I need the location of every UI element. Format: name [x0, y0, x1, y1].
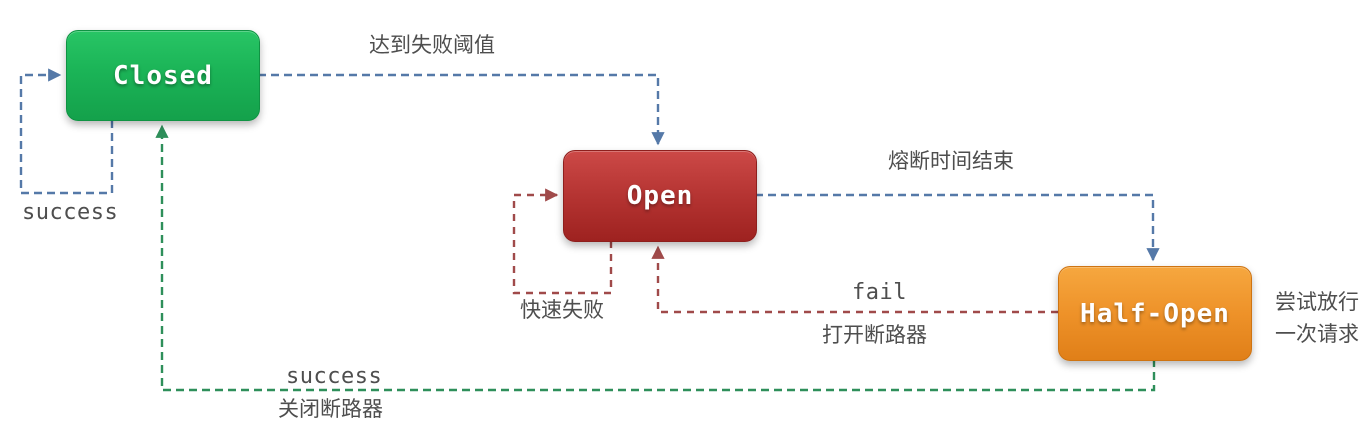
state-closed: Closed — [66, 30, 260, 121]
label-half-open-to-closed-zh: 关闭断路器 — [278, 398, 383, 421]
state-half-open: Half-Open — [1058, 266, 1252, 361]
arrow-closed-to-open — [258, 73, 665, 146]
label-half-open-to-closed-en: success — [286, 364, 383, 389]
state-closed-label: Closed — [113, 60, 213, 91]
arrow-half-open-to-closed — [155, 124, 1156, 392]
label-closed-self-success: success — [22, 200, 119, 225]
label-open-to-half-open: 熔断时间结束 — [888, 150, 1014, 173]
arrow-closed-self-success — [19, 68, 114, 195]
state-open-label: Open — [626, 181, 694, 211]
label-open-self-fast-fail: 快速失败 — [520, 299, 604, 322]
arrow-open-self-fast-fail — [512, 188, 613, 295]
arrow-open-to-half-open — [755, 193, 1160, 262]
arrow-half-open-to-open — [651, 245, 1058, 314]
state-open: Open — [563, 150, 757, 242]
label-half-open-to-open-en: fail — [852, 280, 907, 305]
half-open-note-line1: 尝试放行 — [1275, 291, 1359, 314]
state-half-open-label: Half-Open — [1080, 298, 1230, 329]
label-closed-to-open: 达到失败阈值 — [369, 34, 495, 57]
label-half-open-to-open-zh: 打开断路器 — [822, 324, 927, 347]
label-half-open-note: 尝试放行 一次请求 — [1275, 287, 1367, 351]
half-open-note-line2: 一次请求 — [1275, 323, 1359, 346]
